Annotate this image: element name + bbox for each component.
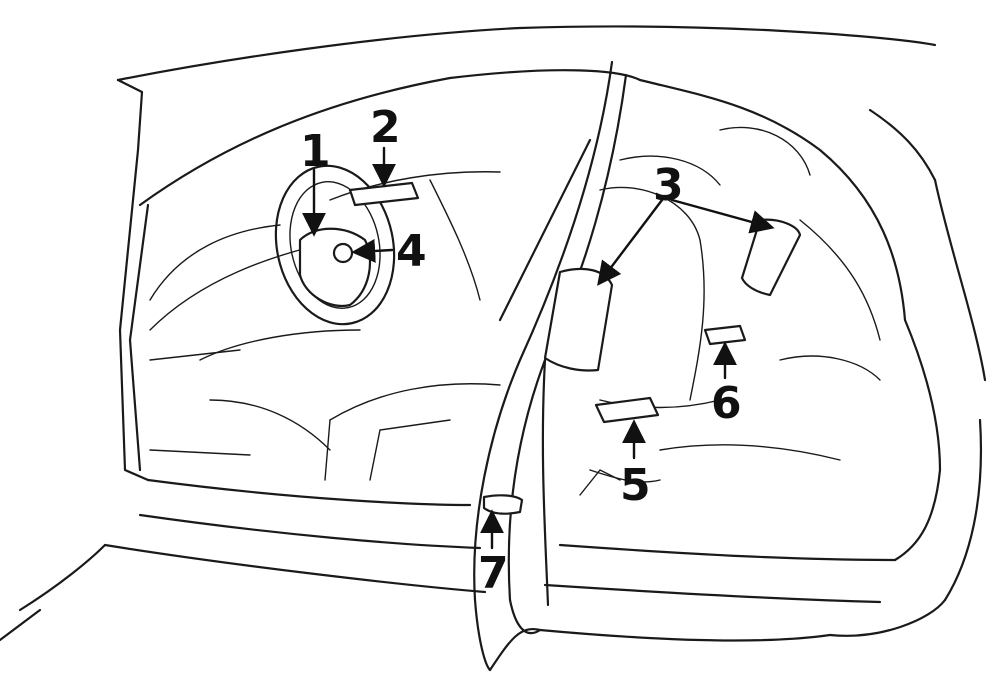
arrow-4 bbox=[351, 238, 394, 263]
callout-labels: 1 2 3 4 5 6 7 bbox=[300, 102, 742, 599]
callout-3: 3 bbox=[653, 160, 684, 211]
driver-airbag-module bbox=[298, 227, 372, 308]
rear-airbag-sensor bbox=[703, 324, 747, 346]
spiral-cable-sensor bbox=[332, 242, 354, 264]
b-pillar-door-edge bbox=[473, 60, 628, 672]
front-airbag-sensor bbox=[482, 494, 524, 515]
callout-5: 5 bbox=[620, 460, 651, 511]
callout-2: 2 bbox=[370, 102, 401, 153]
rear-side-airbag bbox=[740, 218, 802, 297]
arrow-3a bbox=[597, 198, 664, 286]
callout-6: 6 bbox=[711, 378, 742, 429]
vehicle-body-outline bbox=[0, 25, 987, 642]
callout-1: 1 bbox=[300, 126, 331, 177]
leader-arrows bbox=[302, 146, 775, 550]
rear-interior bbox=[579, 126, 881, 496]
front-side-airbag bbox=[543, 267, 614, 372]
center-airbag-sensor bbox=[594, 396, 660, 424]
callout-4: 4 bbox=[396, 226, 427, 277]
passenger-airbag-module bbox=[348, 181, 420, 207]
front-interior bbox=[149, 164, 501, 481]
steering-wheel bbox=[274, 164, 396, 326]
callout-7: 7 bbox=[478, 548, 509, 599]
arrow-3b bbox=[670, 198, 775, 234]
